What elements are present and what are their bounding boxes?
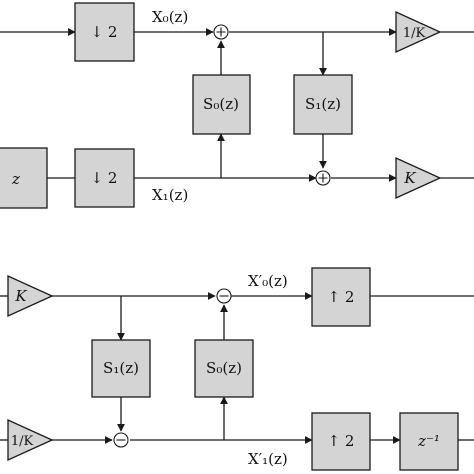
upsample-top-label: ↑ 2 — [328, 288, 355, 306]
downsample-top-label: ↓ 2 — [91, 23, 118, 41]
upsample-bottom-block — [311, 412, 371, 471]
upsample-top-block — [311, 267, 371, 327]
filter-s0-syn-block — [194, 339, 254, 398]
gain-bottom-triangle — [395, 156, 442, 200]
synthesis-section: K 1/K S₁(z) S₀(z) ↑ 2 ↑ 2 z⁻¹ X′₀(z) X′₁… — [0, 267, 474, 471]
upsample-bottom-label: ↑ 2 — [328, 432, 355, 450]
signal-x1-prime-label: X′₁(z) — [248, 450, 288, 468]
filter-s1-label: S₁(z) — [305, 95, 341, 113]
downsample-top-block — [74, 2, 135, 62]
filter-s1-syn-label: S₁(z) — [103, 359, 139, 377]
gain-top-triangle — [395, 10, 442, 54]
gain-invk-label: 1/K — [11, 434, 34, 449]
gain-k-label: K — [14, 287, 27, 305]
filter-s0-block — [192, 74, 251, 135]
output-delay-label: z⁻¹ — [417, 432, 440, 450]
gain-bottom-label: K — [403, 169, 416, 187]
filter-s0-label: S₀(z) — [203, 95, 239, 113]
gain-k-triangle — [7, 274, 54, 318]
downsample-bottom-label: ↓ 2 — [91, 169, 118, 187]
plus-icon — [318, 173, 328, 183]
signal-x1-label: X₁(z) — [152, 186, 188, 204]
gain-top-label: 1/K — [403, 26, 426, 41]
output-delay-block — [399, 412, 459, 471]
filter-s1-block — [293, 74, 353, 135]
filter-s0-syn-label: S₀(z) — [206, 359, 242, 377]
gain-invk-triangle — [7, 418, 54, 462]
signal-x0-label: X₀(z) — [152, 8, 188, 26]
downsample-bottom-block — [74, 148, 135, 208]
filter-s1-syn-block — [91, 339, 151, 398]
delay-block — [0, 147, 48, 209]
plus-icon — [216, 27, 226, 37]
signal-x0-prime-label: X′₀(z) — [248, 272, 288, 290]
analysis-section: z ↓ 2 ↓ 2 S₀(z) S₁(z) 1/K K X₀(z) X₁(z) — [0, 2, 474, 209]
delay-label: z — [11, 170, 20, 188]
